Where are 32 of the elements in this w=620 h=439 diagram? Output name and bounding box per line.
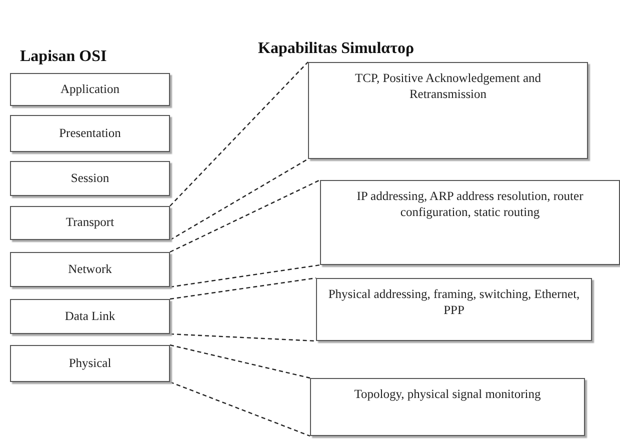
box-text: Physical addressing, framing, switching, Ethernet, PPP	[327, 287, 581, 318]
dashed-line	[170, 277, 316, 300]
capability-box	[308, 62, 588, 159]
capability-box	[316, 278, 592, 341]
box-text: Presentation	[59, 126, 121, 142]
capability-box	[320, 180, 620, 265]
layer-box	[10, 299, 170, 334]
layer-box	[10, 161, 170, 196]
layer-box	[10, 73, 170, 106]
box-text: Data Link	[64, 308, 116, 324]
layer-box	[10, 345, 170, 382]
column-heading: Lapisan OSI	[20, 48, 107, 66]
box-text: Topology, physical signal monitoring	[354, 387, 541, 403]
box-text: Network	[68, 262, 112, 278]
box-text: Physical	[68, 356, 112, 372]
box-text: IP addressing, ARP address resolution, router configuration, static routing	[356, 189, 584, 220]
dashed-line	[170, 264, 320, 288]
dashed-line	[170, 344, 310, 379]
box-text: Application	[60, 82, 120, 98]
capability-box	[310, 378, 585, 436]
layer-box	[10, 252, 170, 287]
dashed-line	[170, 179, 320, 253]
layer-box	[10, 115, 170, 152]
box-text: Transport	[66, 215, 114, 231]
dashed-line	[170, 333, 316, 342]
column-heading: Kapabilitas Simulατορ	[258, 40, 414, 58]
dashed-line	[170, 62, 308, 206]
dashed-line	[170, 158, 308, 241]
layer-box	[10, 206, 170, 240]
dashed-line	[170, 381, 310, 437]
box-text: TCP, Positive Acknowledgement and Retransmission	[354, 71, 542, 102]
box-text: Session	[70, 170, 110, 186]
